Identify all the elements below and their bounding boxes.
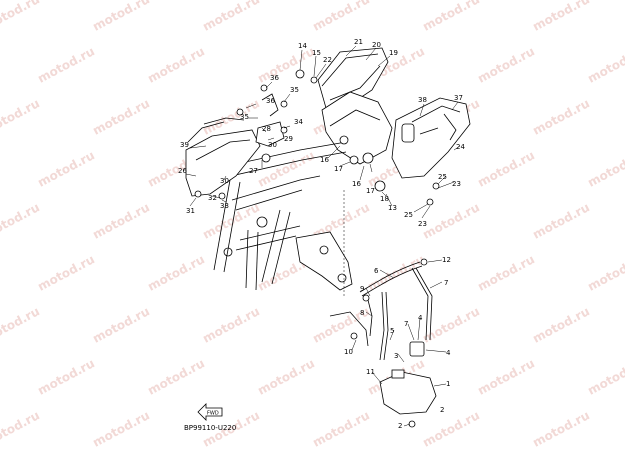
callout: 38 — [418, 96, 427, 104]
fwd-label: FWD — [207, 411, 219, 417]
reservoir-assembly — [329, 258, 437, 428]
callout: 6 — [374, 267, 379, 275]
callout: 17 — [334, 165, 343, 173]
side-cover-right — [391, 97, 471, 179]
diagram-code: BP99110-U220 — [184, 424, 236, 432]
leader-lines — [185, 45, 461, 427]
callout: 35 — [290, 86, 299, 94]
callout: 26 — [178, 167, 187, 175]
callout: 37 — [454, 94, 463, 102]
hardware — [194, 69, 440, 206]
callout: 17 — [366, 187, 375, 195]
rear-fender-left — [185, 117, 261, 197]
callout: 7 — [404, 320, 408, 328]
callout: 20 — [372, 41, 381, 49]
callout: 4 — [418, 314, 423, 322]
callout: 4 — [446, 349, 451, 357]
callout: 23 — [418, 220, 427, 228]
callout: 27 — [249, 167, 258, 175]
callout: 33 — [220, 202, 229, 210]
callout: 35 — [240, 113, 249, 121]
callout: 23 — [452, 180, 461, 188]
callout: 25 — [438, 173, 447, 181]
callout: 9 — [360, 285, 364, 293]
callout: 3 — [394, 352, 398, 360]
callout: 25 — [404, 211, 413, 219]
lower-bracket — [295, 231, 353, 291]
callout: 24 — [456, 143, 465, 151]
callout: 16 — [320, 156, 329, 164]
callout: 2 — [440, 406, 444, 414]
callout: 14 — [298, 42, 307, 50]
callout: 5 — [390, 327, 394, 335]
callout: 10 — [344, 348, 353, 356]
callout: 21 — [354, 38, 363, 46]
callout: 11 — [366, 368, 375, 376]
callout: 2 — [398, 422, 402, 430]
callout: 36 — [270, 74, 279, 82]
callout: 29 — [284, 135, 293, 143]
callout: 30 — [220, 177, 229, 185]
callout: 30 — [268, 141, 277, 149]
fwd-arrow-icon: FWD — [197, 403, 223, 421]
callout: 36 — [266, 97, 275, 105]
callout: 18 — [380, 195, 389, 203]
callout: 28 — [262, 125, 271, 133]
callout: 19 — [389, 49, 398, 57]
callout: 32 — [208, 194, 217, 202]
frame-cover-middle — [321, 91, 393, 165]
callout: 15 — [312, 49, 321, 57]
callout: 22 — [323, 56, 332, 64]
callout: 8 — [360, 309, 364, 317]
callout: 39 — [180, 141, 189, 149]
callout-labels: 21 20 19 14 15 22 36 35 36 35 34 28 29 3… — [178, 38, 465, 430]
callout: 13 — [388, 204, 397, 212]
mount-bracket — [255, 84, 288, 147]
callout: 12 — [442, 256, 451, 264]
callout: 34 — [294, 118, 303, 126]
callout: 31 — [186, 207, 195, 215]
callout: 7 — [444, 279, 448, 287]
callout: 16 — [352, 180, 361, 188]
callout: 1 — [446, 380, 450, 388]
